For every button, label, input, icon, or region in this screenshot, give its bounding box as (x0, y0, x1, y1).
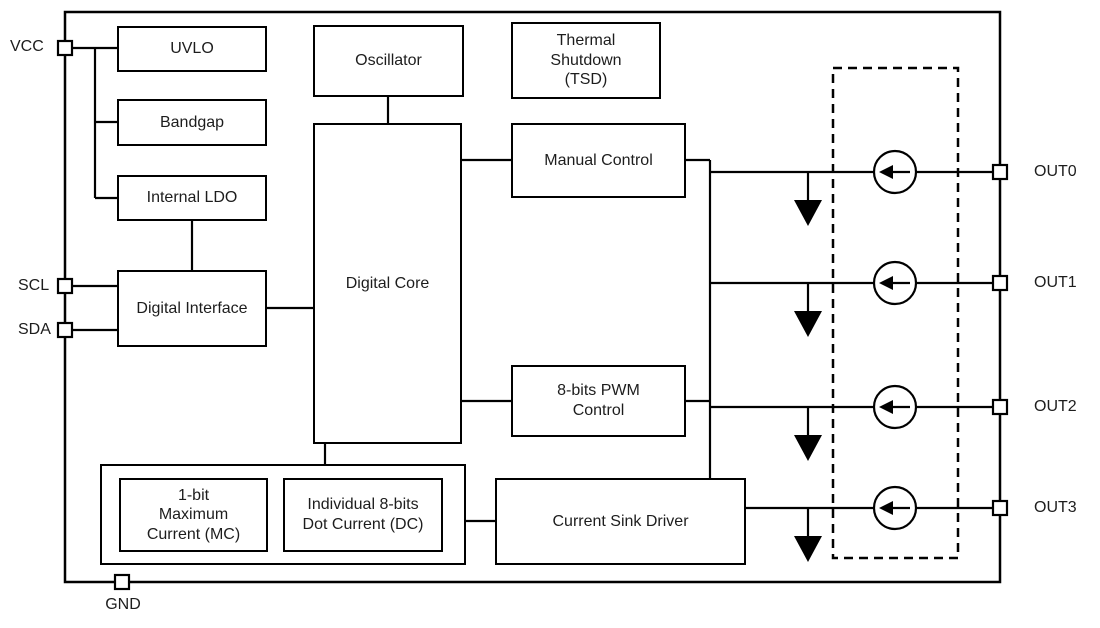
block-max-current: 1-bit Maximum Current (MC) (119, 478, 268, 552)
pin-scl (56, 277, 74, 295)
chip-boundary (63, 10, 1002, 584)
dot-current-line2: Dot Current (DC) (302, 516, 424, 533)
pin-label-gnd: GND (105, 596, 141, 613)
max-current-line3: Current (MC) (146, 525, 241, 543)
block-max-current-label: 1-bit Maximum Current (MC) (147, 486, 240, 545)
block-uvlo-label: UVLO (170, 40, 214, 58)
thermal-shutdown-line2: Shutdown (550, 51, 622, 69)
block-current-sink-driver: Current Sink Driver (495, 478, 746, 565)
pin-out2 (991, 398, 1009, 416)
pwm-control-line1: 8-bits PWM (557, 382, 640, 400)
thermal-shutdown-line1: Thermal (556, 32, 616, 50)
pin-out3 (991, 499, 1009, 517)
block-bandgap-label: Bandgap (159, 113, 225, 131)
pin-label-sda: SDA (18, 321, 51, 338)
pin-label-vcc: VCC (10, 38, 44, 55)
block-thermal-shutdown-label: Thermal Shutdown (TSD) (550, 31, 621, 90)
current-source-arrowhead-out0 (879, 165, 893, 179)
sink-arrow-out3 (794, 536, 822, 562)
block-internal-ldo-label: Internal LDO (146, 189, 238, 207)
pin-label-scl: SCL (18, 277, 50, 294)
current-source-out2 (872, 384, 918, 430)
block-current-sink-driver-label: Current Sink Driver (552, 512, 689, 530)
pin-label-out0: OUT0 (1034, 163, 1077, 180)
current-source-arrowhead-out2 (879, 400, 893, 414)
sink-arrow-out1 (794, 311, 822, 337)
current-source-arrowhead-out1 (879, 276, 893, 290)
thermal-shutdown-line3: (TSD) (564, 71, 608, 89)
sink-arrow-out0 (794, 200, 822, 226)
wire-vcc-supply-tree (72, 46, 117, 200)
block-digital-core: Digital Core (313, 123, 462, 444)
block-manual-control: Manual Control (511, 123, 686, 198)
block-digital-interface: Digital Interface (117, 270, 267, 347)
block-dot-current: Individual 8-bits Dot Current (DC) (283, 478, 443, 552)
current-source-out1 (872, 260, 918, 306)
block-thermal-shutdown: Thermal Shutdown (TSD) (511, 22, 661, 99)
pin-label-out3: OUT3 (1034, 499, 1077, 516)
block-bandgap: Bandgap (117, 99, 267, 146)
pin-label-out1: OUT1 (1034, 274, 1077, 291)
pin-out0 (991, 163, 1009, 181)
current-source-arrowhead-out3 (879, 501, 893, 515)
pwm-control-line2: Control (572, 402, 625, 419)
block-oscillator-label: Oscillator (355, 52, 422, 70)
pin-gnd (113, 573, 131, 591)
sink-arrow-out2 (794, 435, 822, 461)
pin-label-out2: OUT2 (1034, 398, 1077, 415)
pin-sda (56, 321, 74, 339)
block-internal-ldo: Internal LDO (117, 175, 267, 221)
current-source-out3 (872, 485, 918, 531)
block-dot-current-label: Individual 8-bits Dot Current (DC) (303, 495, 424, 534)
block-digital-core-label: Digital Core (345, 274, 430, 292)
block-manual-control-label: Manual Control (544, 151, 653, 169)
block-digital-interface-label: Digital Interface (136, 299, 248, 317)
block-uvlo: UVLO (117, 26, 267, 72)
block-pwm-control-label: 8-bits PWM Control (557, 381, 640, 420)
pin-vcc (56, 39, 74, 57)
current-source-dashed-box (831, 66, 960, 560)
block-oscillator: Oscillator (313, 25, 464, 97)
block-pwm-control: 8-bits PWM Control (511, 365, 686, 437)
max-current-line2: Maximum (158, 506, 229, 524)
pin-out1 (991, 274, 1009, 292)
current-source-out0 (872, 149, 918, 195)
dot-current-line1: Individual 8-bits (307, 496, 419, 514)
max-current-line1: 1-bit (177, 486, 210, 504)
